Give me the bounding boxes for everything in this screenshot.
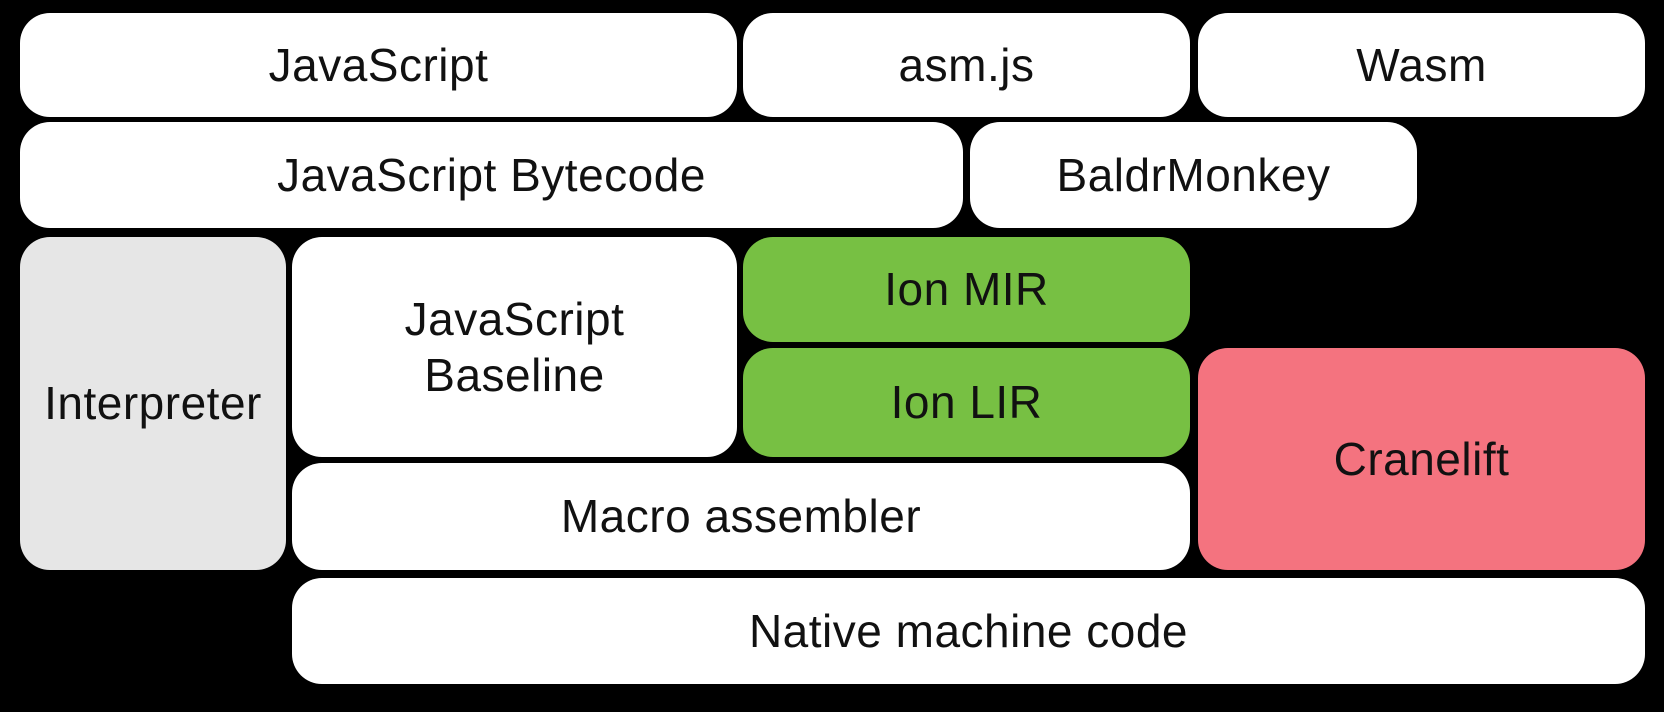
block-interpreter: Interpreter (20, 237, 286, 570)
block-macro-assembler-label: Macro assembler (560, 490, 922, 543)
block-wasm: Wasm (1198, 13, 1645, 117)
block-native-machine-code: Native machine code (292, 578, 1645, 684)
block-javascript-baseline-line1: JavaScript (404, 292, 625, 345)
block-native-machine-code-label: Native machine code (748, 604, 1189, 657)
block-ion-mir: Ion MIR (743, 237, 1190, 342)
block-javascript-baseline: JavaScript Baseline (292, 237, 737, 457)
block-javascript-label: JavaScript (268, 38, 489, 91)
block-javascript: JavaScript (20, 13, 737, 117)
block-javascript-bytecode: JavaScript Bytecode (20, 122, 963, 228)
block-javascript-bytecode-label: JavaScript Bytecode (277, 148, 706, 201)
block-baldrmonkey-label: BaldrMonkey (1056, 148, 1331, 201)
block-wasm-label: Wasm (1356, 38, 1487, 91)
block-javascript-baseline-line2: Baseline (424, 349, 605, 401)
block-ion-lir: Ion LIR (743, 348, 1190, 457)
block-macro-assembler: Macro assembler (292, 463, 1190, 570)
block-interpreter-label: Interpreter (44, 377, 262, 430)
block-cranelift-label: Cranelift (1333, 432, 1510, 485)
block-cranelift: Cranelift (1198, 348, 1645, 570)
block-javascript-baseline-label: JavaScript Baseline (405, 291, 625, 403)
block-ion-lir-label: Ion LIR (890, 376, 1043, 429)
block-asmjs-label: asm.js (898, 38, 1035, 91)
block-baldrmonkey: BaldrMonkey (970, 122, 1417, 228)
block-ion-mir-label: Ion MIR (884, 263, 1049, 316)
block-asmjs: asm.js (743, 13, 1190, 117)
